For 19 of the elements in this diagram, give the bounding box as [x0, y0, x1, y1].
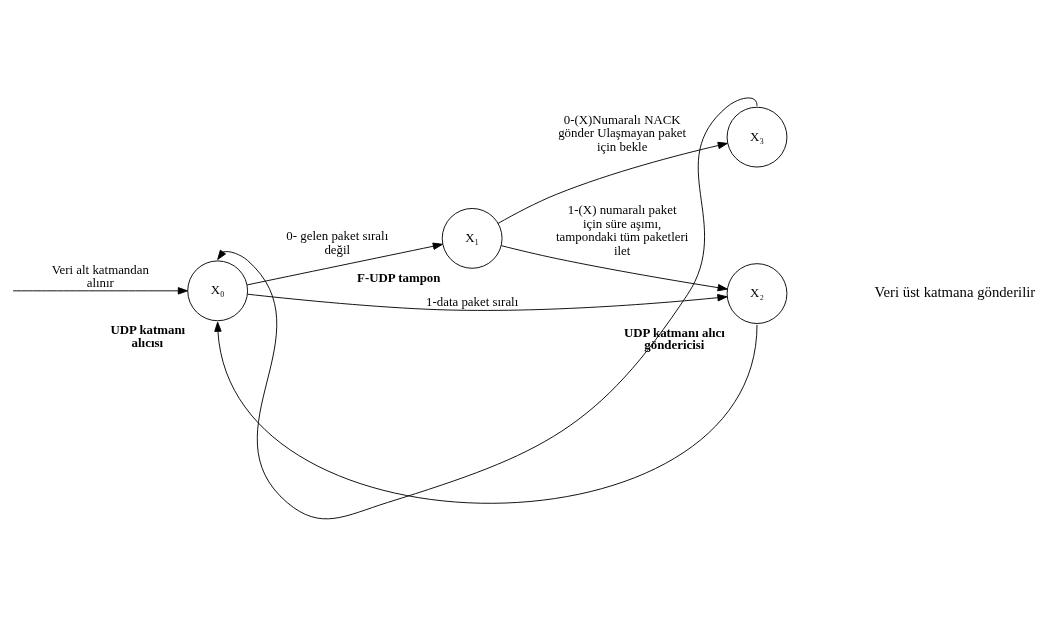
edge-label: Veri alt katmandan alınır	[51, 262, 149, 291]
node-circle: X₂	[726, 263, 788, 324]
arrow	[497, 141, 728, 224]
label: Veri üst katmana gönderilir	[874, 284, 1036, 301]
arrow	[247, 293, 728, 311]
node-circle: X₃	[726, 106, 788, 168]
node-label: F-UDP tampon	[357, 270, 441, 285]
edge-label: 1-data paket sıralı	[426, 294, 519, 309]
edge-label: 0- gelen paket sıralı değil	[286, 229, 389, 258]
arrow	[500, 245, 728, 292]
node-label: UDP katmanı alıcısı	[110, 322, 186, 350]
arrow	[246, 242, 443, 286]
edge-label: 1-(X) numaralı paket için süre aşımı, tampondaki tüm paketleri ilet	[556, 202, 689, 259]
arrow	[217, 97, 758, 520]
edge-label: 0-(X)Numaralı NACK gönder Ulaşmayan paket için bekle	[558, 112, 687, 155]
arrow	[12, 287, 188, 295]
node-circle: X₁	[441, 208, 503, 269]
node-label: UDP katmanı alıcı göndericisi	[624, 325, 725, 353]
node-circle: X₀	[187, 260, 248, 322]
